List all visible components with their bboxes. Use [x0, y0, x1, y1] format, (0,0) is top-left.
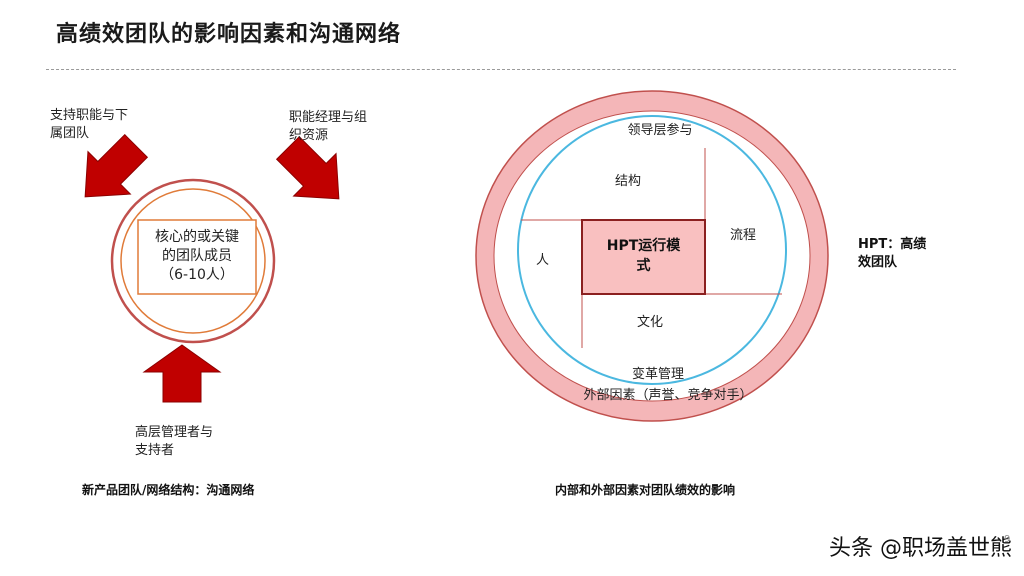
outer-team-ring: [110, 178, 276, 344]
left-diagram-shapes: [84, 133, 340, 403]
right-diagram-shapes: [475, 90, 829, 422]
hpt-operating-model-text: HPT运行模 式: [582, 236, 705, 276]
structure-label: 结构: [614, 174, 641, 189]
change-management-label: 变革管理: [631, 367, 684, 382]
watermark-text: 头条 @职场盖世熊: [829, 536, 1012, 561]
right-diagram-caption: 内部和外部因素对团队绩效的影响: [555, 483, 736, 497]
left-diagram-caption: 新产品团队/网络结构：沟通网络: [82, 483, 255, 497]
leadership-involvement-label: 领导层参与: [627, 123, 693, 138]
senior-management-label-line1: 高层管理者与: [135, 425, 214, 440]
hpt-definition-line1: HPT：高绩: [858, 237, 927, 252]
core-member-box: [137, 219, 257, 295]
culture-label: 文化: [636, 315, 663, 330]
hpt-operating-model-line1: HPT运行模: [606, 238, 681, 254]
core-members-text: 核心的或关键 的团队成员 （6-10人）: [138, 228, 256, 285]
functional-managers-label-line1: 职能经理与组: [289, 110, 368, 125]
page-number: 9: [1004, 534, 1011, 545]
support-functions-label: 支持职能与下 属团队: [50, 107, 128, 143]
senior-management-label-line2: 支持者: [135, 443, 175, 458]
hpt-center-box: [581, 219, 706, 295]
functional-managers-label: 职能经理与组 织资源: [289, 109, 367, 145]
process-label: 流程: [730, 228, 757, 243]
arrow-top-left: [84, 133, 149, 198]
page-title: 高绩效团队的影响因素和沟通网络: [56, 22, 402, 47]
core-members-line3: （6-10人）: [160, 267, 234, 283]
core-members-line2: 的团队成员: [162, 248, 232, 264]
hpt-definition-line2: 效团队: [858, 255, 898, 270]
core-members-line1: 核心的或关键: [155, 229, 239, 245]
hpt-operating-model-line2: 式: [636, 258, 651, 274]
people-label: 人: [536, 253, 550, 268]
title-divider: [46, 69, 956, 70]
functional-managers-label-line2: 织资源: [289, 128, 329, 143]
support-functions-label-line2: 属团队: [50, 126, 90, 141]
external-factors-label: 外部因素（声誉、竞争对手）: [583, 388, 753, 403]
inner-team-ring: [120, 188, 266, 334]
arrow-bottom-up: [142, 344, 222, 403]
arrow-top-right: [275, 135, 340, 200]
senior-management-label: 高层管理者与 支持者: [135, 424, 213, 460]
internal-circle: [517, 115, 787, 385]
hpt-definition-label: HPT：高绩 效团队: [858, 236, 926, 272]
support-functions-label-line1: 支持职能与下: [50, 108, 129, 123]
